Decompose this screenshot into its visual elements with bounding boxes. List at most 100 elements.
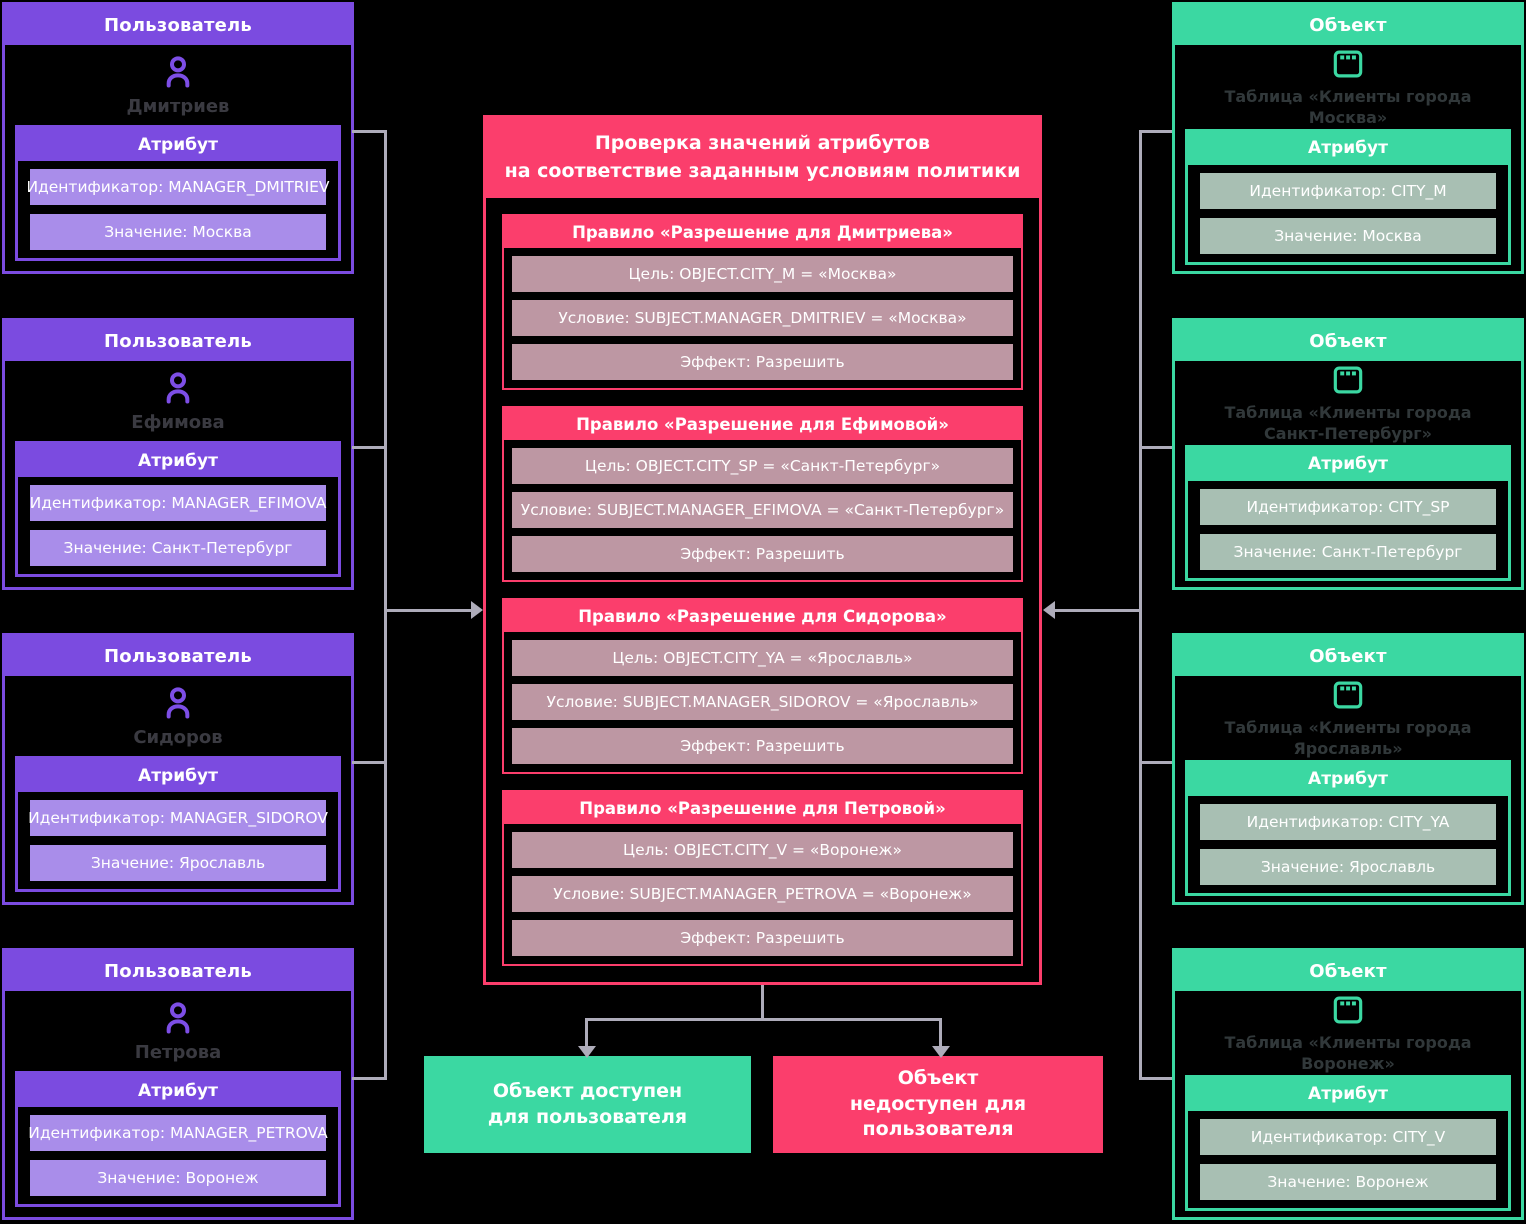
- result-access-granted: Объект доступен для пользователя: [424, 1056, 751, 1153]
- policy-check-block: Проверка значений атрибутов на соответст…: [483, 115, 1042, 985]
- user-card: Пользователь Сидоров Атрибут Идентификат…: [2, 633, 354, 905]
- policy-title-line2: на соответствие заданным условиям полити…: [504, 160, 1021, 182]
- attribute-value: Значение: Санкт-Петербург: [1200, 533, 1496, 570]
- object-card: Объект Таблица «Клиенты города Москва» А…: [1172, 2, 1524, 274]
- attribute-block: Атрибут Идентификатор: CITY_V Значение: …: [1185, 1074, 1511, 1211]
- rule-block: Правило «Разрешение для Петровой» Цель: …: [502, 790, 1023, 966]
- user-card-body: Ефимова: [5, 361, 351, 441]
- attribute-header: Атрибут: [18, 759, 338, 792]
- rule-target: Цель: OBJECT.CITY_YA = «Ярославль»: [512, 640, 1013, 676]
- arrow-down-icon: [932, 1046, 950, 1058]
- object-card-body: Таблица «Клиенты города Санкт-Петербург»: [1175, 361, 1521, 445]
- object-card: Объект Таблица «Клиенты города Ярославль…: [1172, 633, 1524, 905]
- connector-left-stub-1: [352, 130, 384, 133]
- attribute-value: Значение: Москва: [1200, 217, 1496, 254]
- attribute-identifier: Идентификатор: MANAGER_DMITRIEV: [26, 169, 330, 205]
- user-card: Пользователь Дмитриев Атрибут Идентифика…: [2, 2, 354, 274]
- object-card-body: Таблица «Клиенты города Воронеж»: [1175, 991, 1521, 1075]
- user-icon: [158, 51, 198, 91]
- object-card-title: Объект: [1175, 636, 1521, 676]
- attribute-value: Значение: Москва: [30, 214, 326, 250]
- arrow-left-icon: [1043, 601, 1055, 619]
- rule-target: Цель: OBJECT.CITY_V = «Воронеж»: [512, 832, 1013, 868]
- attribute-value: Значение: Воронеж: [30, 1160, 326, 1196]
- user-icon: [158, 682, 198, 722]
- attribute-identifier: Идентификатор: CITY_SP: [1200, 488, 1496, 525]
- rule-effect: Эффект: Разрешить: [512, 536, 1013, 572]
- connector-right-vertical: [1139, 130, 1142, 1080]
- rule-effect: Эффект: Разрешить: [512, 344, 1013, 380]
- rule-condition: Условие: SUBJECT.MANAGER_EFIMOVA = «Санк…: [512, 492, 1013, 528]
- attribute-block: Атрибут Идентификатор: CITY_M Значение: …: [1185, 128, 1511, 265]
- object-name: Таблица «Клиенты города Москва»: [1224, 87, 1472, 127]
- user-card-title: Пользователь: [5, 951, 351, 991]
- object-card-title: Объект: [1175, 321, 1521, 361]
- table-icon: [1327, 45, 1369, 83]
- user-card-body: Петрова: [5, 991, 351, 1071]
- user-name: Сидоров: [133, 727, 223, 749]
- connector-left-stub-4: [352, 1077, 384, 1080]
- table-icon: [1327, 676, 1369, 714]
- result-access-denied-label: Объект недоступен для пользователя: [849, 1067, 1027, 1141]
- rule-title: Правило «Разрешение для Сидорова»: [504, 600, 1021, 632]
- attribute-block: Атрибут Идентификатор: CITY_SP Значение:…: [1185, 444, 1511, 581]
- object-card-title: Объект: [1175, 5, 1521, 45]
- rule-title: Правило «Разрешение для Дмитриева»: [504, 216, 1021, 248]
- user-card-title: Пользователь: [5, 636, 351, 676]
- user-name: Петрова: [134, 1042, 222, 1064]
- user-card: Пользователь Петрова Атрибут Идентификат…: [2, 948, 354, 1220]
- connector-right-stub-1: [1142, 130, 1172, 133]
- object-name: Таблица «Клиенты города Воронеж»: [1224, 1033, 1472, 1073]
- user-name: Ефимова: [131, 412, 225, 434]
- attribute-identifier: Идентификатор: CITY_M: [1200, 172, 1496, 209]
- object-card-title: Объект: [1175, 951, 1521, 991]
- rule-condition: Условие: SUBJECT.MANAGER_SIDOROV = «Ярос…: [512, 684, 1013, 720]
- attribute-header: Атрибут: [1188, 1077, 1508, 1111]
- connector-left-vertical: [384, 130, 387, 1080]
- connector-left-stub-3: [352, 761, 384, 764]
- attribute-header: Атрибут: [18, 128, 338, 161]
- user-icon: [158, 367, 198, 407]
- rule-block: Правило «Разрешение для Ефимовой» Цель: …: [502, 406, 1023, 582]
- attribute-identifier: Идентификатор: CITY_YA: [1200, 803, 1496, 840]
- connector-right-stub-3: [1142, 761, 1172, 764]
- rule-block: Правило «Разрешение для Дмитриева» Цель:…: [502, 214, 1023, 390]
- policy-rules: Правило «Разрешение для Дмитриева» Цель:…: [486, 198, 1039, 982]
- policy-title-line1: Проверка значений атрибутов: [594, 132, 931, 155]
- attribute-identifier: Идентификатор: MANAGER_PETROVA: [28, 1115, 328, 1151]
- connector-right-to-policy: [1054, 609, 1142, 612]
- connector-left-stub-2: [352, 446, 384, 449]
- table-icon: [1327, 361, 1369, 399]
- connector-drop-denied: [939, 1018, 942, 1048]
- user-icon: [158, 997, 198, 1037]
- attribute-header: Атрибут: [1188, 447, 1508, 481]
- connector-bottom-stem: [761, 985, 764, 1021]
- arrow-down-icon: [578, 1046, 596, 1058]
- attribute-value: Значение: Санкт-Петербург: [30, 530, 326, 566]
- object-name: Таблица «Клиенты города Санкт-Петербург»: [1224, 403, 1472, 443]
- object-name: Таблица «Клиенты города Ярославль»: [1224, 718, 1472, 758]
- user-name: Дмитриев: [126, 96, 230, 118]
- rule-effect: Эффект: Разрешить: [512, 920, 1013, 956]
- attribute-value: Значение: Воронеж: [1200, 1163, 1496, 1200]
- result-access-denied: Объект недоступен для пользователя: [773, 1056, 1103, 1153]
- policy-title: Проверка значений атрибутов на соответст…: [486, 118, 1039, 198]
- result-access-granted-label: Объект доступен для пользователя: [487, 1079, 688, 1128]
- object-card-body: Таблица «Клиенты города Ярославль»: [1175, 676, 1521, 760]
- attribute-value: Значение: Ярославль: [30, 845, 326, 881]
- attribute-identifier: Идентификатор: MANAGER_SIDOROV: [28, 800, 328, 836]
- attribute-block: Атрибут Идентификатор: MANAGER_EFIMOVA З…: [15, 441, 341, 577]
- attribute-block: Атрибут Идентификатор: MANAGER_SIDOROV З…: [15, 756, 341, 892]
- connector-right-stub-4: [1142, 1077, 1172, 1080]
- rule-target: Цель: OBJECT.CITY_M = «Москва»: [512, 256, 1013, 292]
- rule-condition: Условие: SUBJECT.MANAGER_PETROVA = «Воро…: [512, 876, 1013, 912]
- rule-target: Цель: OBJECT.CITY_SP = «Санкт-Петербург»: [512, 448, 1013, 484]
- object-card-body: Таблица «Клиенты города Москва»: [1175, 45, 1521, 129]
- attribute-header: Атрибут: [1188, 762, 1508, 796]
- attribute-identifier: Идентификатор: MANAGER_EFIMOVA: [30, 485, 326, 521]
- attribute-identifier: Идентификатор: CITY_V: [1200, 1118, 1496, 1155]
- table-icon: [1327, 991, 1369, 1029]
- object-card: Объект Таблица «Клиенты города Санкт-Пет…: [1172, 318, 1524, 590]
- attribute-header: Атрибут: [1188, 131, 1508, 165]
- rule-title: Правило «Разрешение для Ефимовой»: [504, 408, 1021, 440]
